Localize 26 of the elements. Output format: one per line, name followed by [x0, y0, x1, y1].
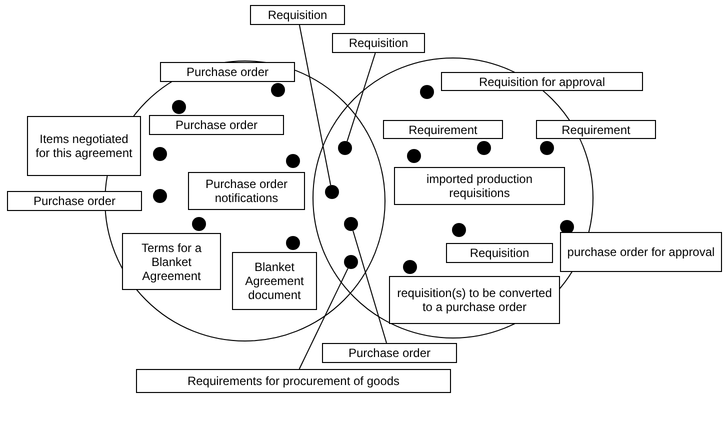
label-box: requisition(s) to be converted to a purchase order: [389, 276, 560, 324]
leader-line: [298, 24, 332, 186]
label-box: purchase order for approval: [560, 232, 722, 272]
label-box: Purchase order: [7, 191, 142, 211]
label-box: Requirement: [383, 120, 503, 139]
leader-line: [346, 52, 376, 142]
label-box: Requisition for approval: [441, 72, 643, 91]
label-box: Purchase order: [160, 62, 295, 82]
dot-marker: [338, 141, 352, 155]
label-box: Purchase order notifications: [188, 172, 305, 210]
dot-marker: [344, 255, 358, 269]
label-box: Items negotiated for this agreement: [27, 116, 141, 176]
label-box: Requisition: [332, 33, 425, 53]
label-box: Requirements for procurement of goods: [136, 369, 451, 393]
label-box: Requirement: [536, 120, 656, 139]
dot-marker: [344, 217, 358, 231]
label-box: Purchase order: [322, 343, 457, 363]
leader-line: [352, 230, 388, 344]
leader-line: [298, 268, 348, 370]
label-box: Requisition: [250, 5, 345, 25]
label-box: imported production requisitions: [394, 167, 565, 205]
label-box: Blanket Agreement document: [232, 252, 317, 310]
label-box: Requisition: [446, 243, 553, 263]
label-box: Purchase order: [149, 115, 284, 135]
dot-marker: [325, 185, 339, 199]
label-box: Terms for a Blanket Agreement: [122, 233, 221, 290]
